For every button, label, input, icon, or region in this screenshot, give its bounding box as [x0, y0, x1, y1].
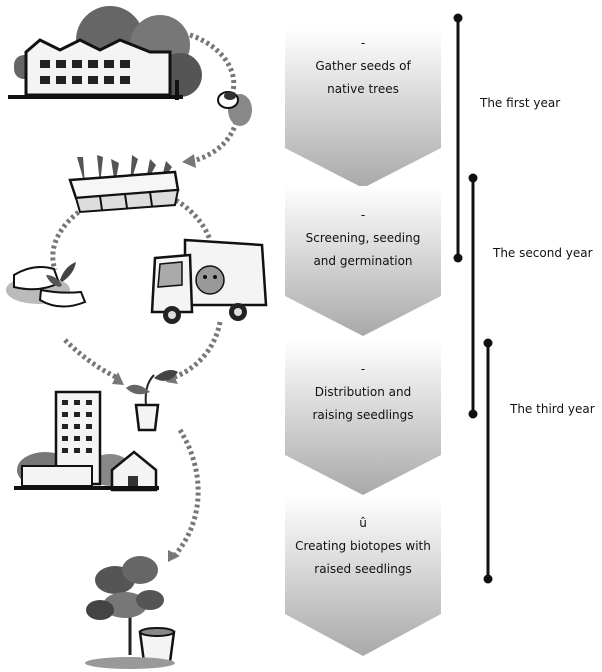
illustration-panel — [6, 6, 268, 669]
young-tree-with-pot-icon — [85, 556, 176, 669]
acorn-icon — [217, 91, 252, 126]
hands-holding-sprout-icon — [6, 262, 87, 308]
step-arrow-4: û Creating biotopes with raised seedling… — [285, 496, 441, 666]
step-1-line-1: Gather seeds of — [315, 59, 411, 73]
step-4-line-2: raised seedlings — [314, 562, 412, 576]
apartment-buildings-and-house-icon — [14, 390, 159, 492]
step-4-line-1: Creating biotopes with — [295, 539, 431, 553]
seedling-tray-icon — [68, 155, 180, 214]
step-2-marker: - — [360, 208, 366, 222]
factory-with-trees-icon — [8, 6, 202, 100]
step-1-line-2: native trees — [327, 82, 399, 96]
step-2-line-1: Screening, seeding — [305, 231, 421, 245]
step-arrow-1-shape — [285, 28, 441, 188]
timeline-label-first-year: The first year — [480, 96, 561, 110]
step-3-line-2: raising seedlings — [312, 408, 414, 422]
timeline-label-third-year: The third year — [510, 402, 595, 416]
delivery-truck-icon — [150, 238, 268, 324]
path-arrows — [50, 32, 241, 557]
step-3-marker: - — [360, 362, 366, 376]
timeline-label-second-year: The second year — [493, 246, 593, 260]
step-arrow-1: - Gather seeds of native trees — [285, 28, 441, 188]
arrow-heads — [112, 154, 196, 562]
step-1-marker: - — [360, 36, 366, 50]
step-arrow-2: - Screening, seeding and germination — [285, 186, 441, 344]
sprout-in-pot-icon — [126, 370, 178, 432]
step-arrow-3-shape — [285, 340, 441, 495]
step-2-line-2: and germination — [313, 254, 413, 268]
step-4-marker: û — [359, 516, 367, 530]
step-3-line-1: Distribution and — [314, 385, 412, 399]
step-arrow-2-shape — [285, 186, 441, 336]
step-arrow-3: - Distribution and raising seedlings — [285, 340, 441, 500]
step-arrow-4-shape — [285, 496, 441, 656]
